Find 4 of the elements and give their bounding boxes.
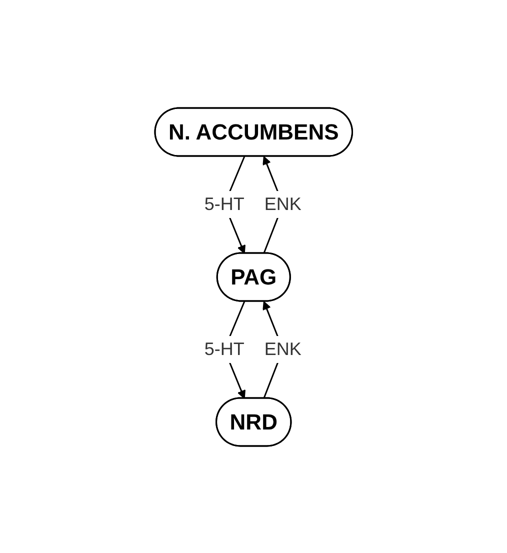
edge-label: 5-HT — [204, 338, 244, 358]
edge-label: ENK — [264, 338, 302, 358]
edge-label: 5-HT — [204, 193, 244, 214]
edge-label: ENK — [264, 193, 302, 214]
